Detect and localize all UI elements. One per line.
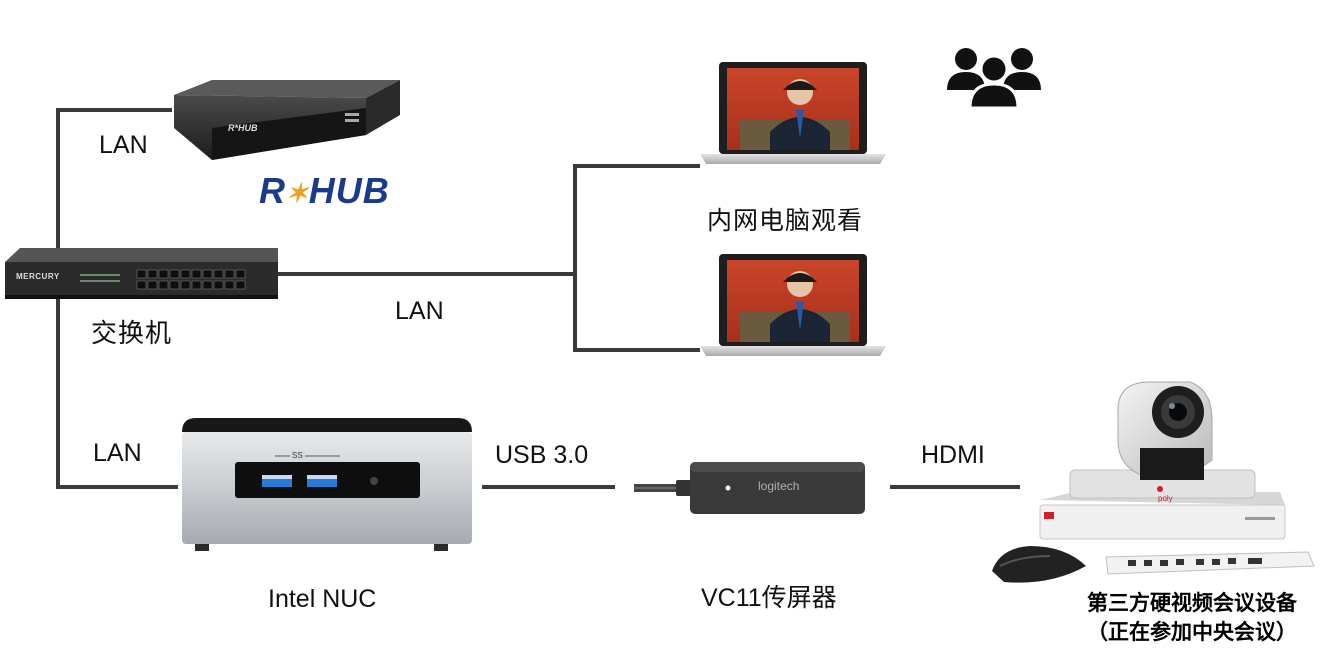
rhub-device-label: R*HUB [228, 123, 258, 133]
vc11-label: VC11传屏器 [701, 584, 837, 612]
logitech-logo: logitech [758, 479, 800, 493]
laptop-2 [700, 254, 886, 356]
hdmi-label: HDMI [921, 441, 985, 469]
lan-line-nuc [56, 296, 178, 489]
switch-label: 交换机 [91, 319, 173, 349]
people-group-icon [947, 48, 1041, 110]
connection-lines [56, 108, 1020, 489]
lan-label-laptops: LAN [395, 297, 444, 325]
laptop-1 [700, 62, 886, 164]
rhub-logo: R✶HUB [259, 170, 390, 212]
nuc-ports-label: SS [290, 451, 305, 460]
intel-nuc [182, 418, 472, 551]
network-switch [5, 248, 278, 299]
rhub-logo-text: R✶HUB [259, 170, 390, 211]
rhub-star-icon: ✶ [286, 177, 309, 208]
thirdparty-label-2: （正在参加中央会议） [1087, 619, 1297, 644]
usb-label: USB 3.0 [495, 441, 589, 469]
lan-label-rhub: LAN [99, 131, 148, 159]
laptop-branch [573, 164, 700, 352]
rhub-server [174, 80, 400, 160]
laptops-label: 内网电脑观看 [707, 206, 864, 235]
lan-line-rhub [56, 108, 172, 250]
nuc-label: Intel NUC [268, 585, 377, 613]
thirdparty-label-1: 第三方硬视频会议设备 [1087, 590, 1297, 615]
vc11-device [634, 462, 865, 514]
conference-system [992, 381, 1315, 583]
mercury-logo: MERCURY [16, 272, 60, 281]
poly-logo: poly [1158, 494, 1173, 503]
lan-label-nuc: LAN [93, 439, 142, 467]
